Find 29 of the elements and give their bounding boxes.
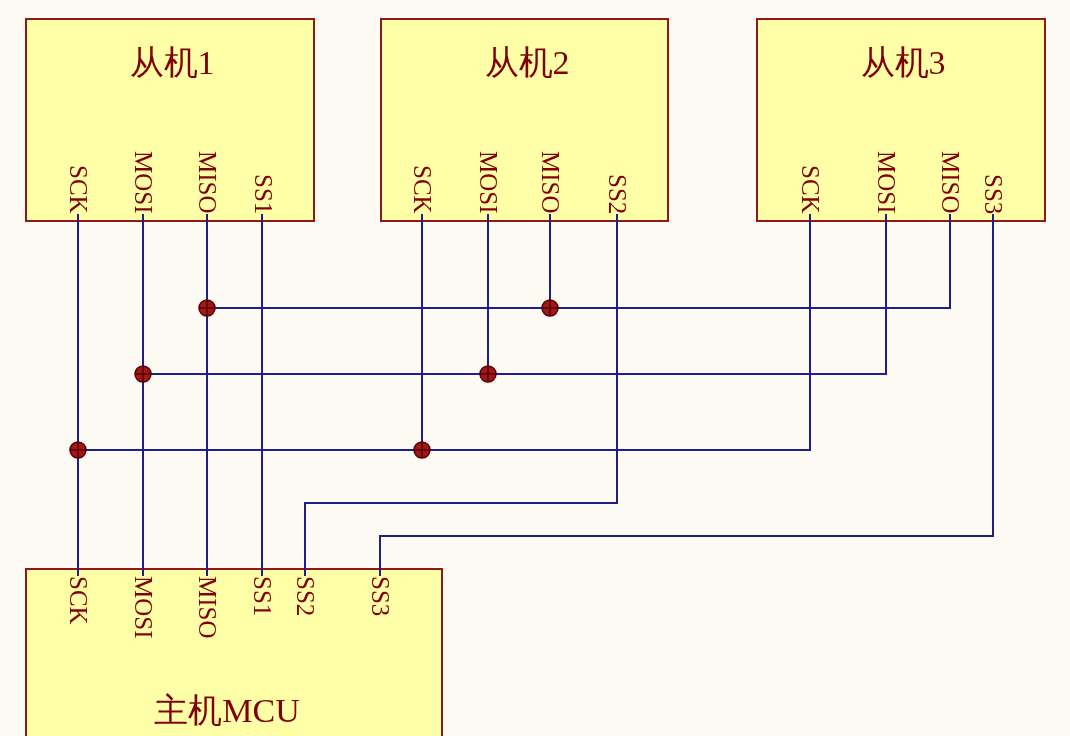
pin-label: SS2: [602, 173, 632, 214]
pin-label: SCK: [63, 165, 93, 214]
pin-label: MOSI: [871, 151, 901, 214]
chip-box: [380, 18, 669, 222]
pin-label: SCK: [63, 576, 93, 625]
pin-label: SS3: [978, 173, 1008, 214]
pin-label: MOSI: [128, 151, 158, 214]
wire: [261, 213, 263, 577]
chip-title: 从机3: [860, 43, 946, 83]
pin-label: MISO: [192, 151, 222, 214]
pin-label: MOSI: [128, 576, 158, 639]
pin-label: MISO: [192, 576, 222, 639]
pin-label: SS2: [290, 576, 320, 617]
chip-title: 从机2: [484, 43, 570, 83]
chip-title: 主机MCU: [154, 691, 300, 731]
wire: [304, 213, 618, 577]
chip-box: [25, 568, 443, 736]
pin-label: SCK: [795, 165, 825, 214]
chip-box: [756, 18, 1046, 222]
pin-label: MOSI: [473, 151, 503, 214]
pin-label: SS1: [247, 576, 277, 617]
chip-title: 从机1: [129, 43, 215, 83]
pin-label: SS3: [365, 576, 395, 617]
pin-label: MISO: [535, 151, 565, 214]
pin-label: SCK: [407, 165, 437, 214]
pin-label: MISO: [935, 151, 965, 214]
wire: [379, 213, 994, 577]
pin-label: SS1: [248, 173, 278, 214]
chip-box: [25, 18, 315, 222]
